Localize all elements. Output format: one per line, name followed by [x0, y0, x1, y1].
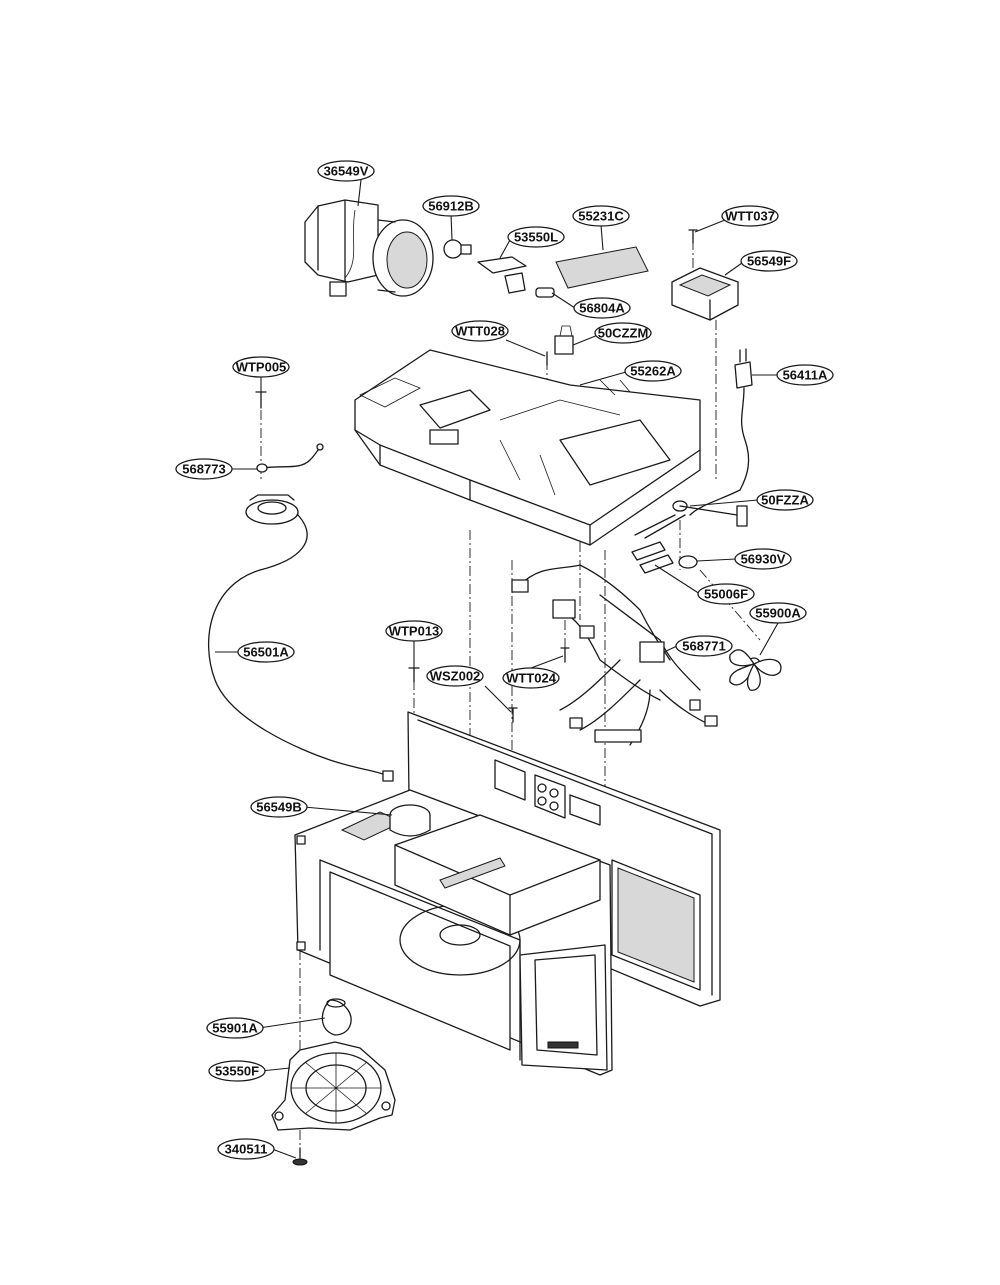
- svg-text:55006F: 55006F: [704, 587, 748, 602]
- svg-text:50FZZA: 50FZZA: [761, 493, 809, 508]
- callout-labels: 36549V 56912B 55231C WTT037 53550L 56549…: [175, 160, 834, 1160]
- switch-part: [554, 325, 574, 355]
- power-cord-part: [689, 348, 753, 516]
- ground-wire-part: [256, 443, 324, 473]
- callout-568771: 568771: [675, 635, 733, 657]
- svg-text:56912B: 56912B: [428, 199, 474, 214]
- callout-WTT024: WTT024: [502, 667, 560, 689]
- screw-part: [408, 667, 420, 683]
- callout-WTP013: WTP013: [385, 620, 443, 642]
- sensor-cable-part: [208, 494, 394, 782]
- noise-filter-part: [671, 267, 739, 321]
- callout-WTP005: WTP005: [232, 356, 290, 378]
- callout-55900A: 55900A: [749, 602, 807, 624]
- svg-text:53550L: 53550L: [514, 230, 558, 245]
- callout-56549F: 56549F: [740, 250, 798, 272]
- screw-part: [688, 229, 698, 244]
- svg-text:56549F: 56549F: [747, 254, 791, 269]
- callout-55231C: 55231C: [572, 205, 630, 227]
- base-plate-part: [354, 349, 701, 546]
- callout-568773: 568773: [175, 458, 233, 480]
- callout-56501A: 56501A: [237, 641, 295, 663]
- screw-part: [508, 707, 518, 723]
- svg-text:WTT028: WTT028: [455, 324, 505, 339]
- svg-text:50CZZM: 50CZZM: [598, 326, 649, 341]
- thermal-cutoff-part: [678, 555, 698, 569]
- svg-text:55231C: 55231C: [578, 209, 624, 224]
- stirrer-cover-part: [271, 1041, 396, 1131]
- roller-part: [292, 1147, 308, 1166]
- heater-part: [634, 500, 748, 539]
- callout-WTT028: WTT028: [451, 320, 509, 342]
- svg-text:WTP013: WTP013: [389, 624, 440, 639]
- svg-text:56501A: 56501A: [243, 645, 289, 660]
- callout-55006F: 55006F: [697, 583, 755, 605]
- svg-text:WTT024: WTT024: [506, 671, 557, 686]
- screw-part: [560, 647, 570, 663]
- fan-blade-part: [729, 649, 782, 691]
- svg-text:WTT037: WTT037: [725, 209, 775, 224]
- screw-part: [255, 391, 267, 409]
- callout-56930V: 56930V: [734, 548, 792, 570]
- leader-lines: [215, 179, 779, 1159]
- svg-text:56930V: 56930V: [741, 552, 786, 567]
- callout-55262A: 55262A: [624, 360, 682, 382]
- callout-340511: 340511: [217, 1138, 275, 1160]
- grille-filter-part: [555, 246, 649, 289]
- svg-text:55901A: 55901A: [212, 1021, 258, 1036]
- callout-36549V: 36549V: [317, 160, 375, 182]
- callout-WTT037: WTT037: [721, 205, 779, 227]
- callout-50CZZM: 50CZZM: [594, 322, 652, 344]
- callout-53550L: 53550L: [507, 226, 565, 248]
- callout-55901A: 55901A: [206, 1017, 264, 1039]
- svg-text:WTP005: WTP005: [236, 360, 287, 375]
- callout-56912B: 56912B: [422, 195, 480, 217]
- callout-56804A: 56804A: [573, 297, 631, 319]
- svg-text:56549B: 56549B: [256, 800, 302, 815]
- main-harness-part: [511, 564, 718, 746]
- lamp-bulb-part: [443, 239, 472, 259]
- callout-53550F: 53550F: [208, 1060, 266, 1082]
- blower-motor-part: [304, 199, 434, 297]
- callout-50FZZA: 50FZZA: [756, 489, 814, 511]
- callout-56549B: 56549B: [250, 796, 308, 818]
- svg-text:340511: 340511: [225, 1142, 268, 1157]
- callout-WSZ002: WSZ002: [426, 665, 484, 687]
- chassis-part: [294, 711, 721, 1076]
- lamp-socket-part: [477, 256, 527, 294]
- svg-text:36549V: 36549V: [324, 164, 369, 179]
- stirrer-part: [321, 998, 352, 1036]
- svg-text:55900A: 55900A: [755, 606, 801, 621]
- svg-text:WSZ002: WSZ002: [430, 669, 481, 684]
- svg-text:56411A: 56411A: [783, 368, 828, 383]
- svg-text:568773: 568773: [182, 462, 225, 477]
- callout-56411A: 56411A: [776, 364, 834, 386]
- svg-text:53550F: 53550F: [215, 1064, 259, 1079]
- svg-text:568771: 568771: [682, 639, 725, 654]
- svg-text:55262A: 55262A: [630, 364, 676, 379]
- svg-text:56804A: 56804A: [579, 301, 625, 316]
- fuse-part: [631, 541, 674, 574]
- connector-part: [535, 287, 555, 298]
